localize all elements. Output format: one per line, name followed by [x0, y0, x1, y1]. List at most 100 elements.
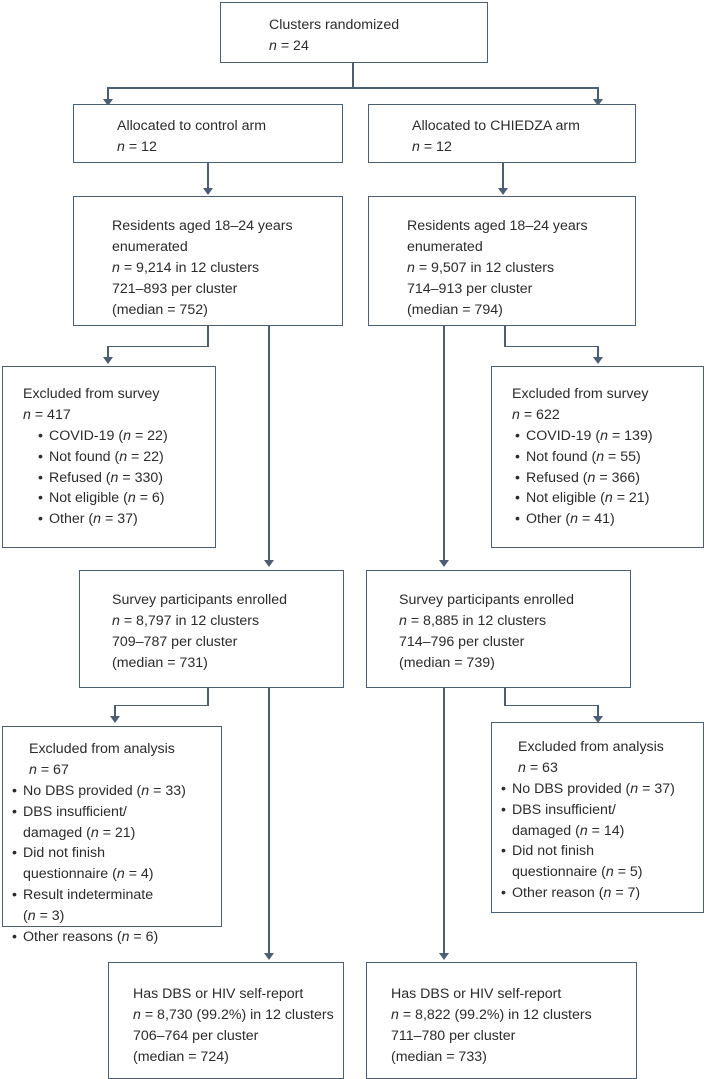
- list-item-text: Other reason (: [512, 885, 604, 902]
- connector-control-enum-elbow-drop: [107, 345, 109, 358]
- chiedza-excl-analysis-n: n = 63: [500, 758, 703, 779]
- connector-to-chiedza-alloc: [597, 87, 599, 100]
- chiedza-final-line3: 711–780 per cluster: [391, 1027, 516, 1044]
- chiedza-final-line1: Has DBS or HIV self-report: [391, 986, 562, 1002]
- list-item-value: = 55): [604, 448, 641, 465]
- node-control-enrolled: Survey participants enrolled n = 8,797 i…: [79, 570, 344, 688]
- arrow-control-enrolled-to-final: [264, 953, 274, 960]
- n-italic: n: [93, 511, 102, 528]
- chiedza-excl-survey-title: Excluded from survey: [512, 386, 649, 402]
- control-enrolled-line2-value: = 8,797 in 12 clusters: [119, 612, 260, 629]
- control-enrolled-line4: (median = 731): [112, 654, 208, 671]
- list-item-text: COVID-19 (: [49, 427, 124, 444]
- connector-chiedza-enum-elbow-drop: [597, 345, 599, 358]
- control-final-line2-value: = 8,730 (99.2%) in 12 clusters: [140, 1006, 334, 1023]
- list-item: Other reasons (n = 6): [11, 927, 221, 948]
- n-italic: n: [269, 37, 277, 54]
- node-control-enumerated: Residents aged 18–24 years enumerated n …: [73, 196, 343, 326]
- n-italic: n: [29, 761, 37, 778]
- chiedza-enum-line3-value: = 9,507 in 12 clusters: [414, 259, 555, 276]
- control-enum-line2: enumerated: [112, 238, 188, 255]
- connector-control-enum-elbow-stem: [207, 326, 209, 347]
- list-item: Other (n = 37): [37, 509, 215, 530]
- n-italic: n: [112, 612, 120, 629]
- control-alloc-line2-value: = 12: [124, 138, 157, 155]
- randomized-line1: Clusters randomized: [269, 17, 400, 33]
- node-chiedza-excluded-survey: Excluded from survey n = 622 COVID-19 (n…: [491, 366, 704, 548]
- list-item: No DBS provided (n = 37): [500, 779, 703, 800]
- list-item-text: Refused (: [526, 469, 588, 486]
- n-italic: n: [112, 259, 120, 276]
- list-item: Did not finish: [11, 843, 221, 864]
- connector-control-alloc-to-enum: [207, 163, 209, 189]
- control-enrolled-line1: Survey participants enrolled: [112, 592, 288, 608]
- arrow-chiedza-excluded-analysis: [593, 716, 603, 723]
- list-item: No DBS provided (n = 33): [11, 781, 221, 802]
- chiedza-enum-line2: enumerated: [407, 238, 483, 255]
- control-excl-analysis-list: No DBS provided (n = 33)DBS insufficient…: [11, 781, 221, 948]
- chiedza-enum-line5: (median = 794): [407, 301, 503, 318]
- control-final-line2: n = 8,730 (99.2%) in 12 clusters: [133, 1005, 343, 1026]
- list-item-text: No DBS provided (: [23, 782, 142, 799]
- chiedza-enrolled-line2-value: = 8,885 in 12 clusters: [406, 612, 547, 629]
- control-excl-survey-n-value: = 417: [30, 406, 71, 423]
- list-item: DBS insufficient/: [11, 802, 221, 823]
- list-item-text: Other (: [526, 511, 571, 528]
- n-italic: n: [600, 427, 608, 444]
- connector-control-enrolled-to-final: [268, 688, 270, 954]
- list-item: Other reason (n = 7): [500, 883, 703, 904]
- chiedza-final-line4: (median = 733): [391, 1048, 487, 1065]
- n-italic: n: [603, 885, 612, 902]
- arrow-control-excluded-survey: [103, 357, 113, 364]
- list-item-text: Not found (: [526, 448, 597, 465]
- n-italic: n: [391, 1006, 399, 1023]
- control-alloc-line1: Allocated to control arm: [117, 118, 267, 134]
- list-item-text: questionnaire (: [512, 864, 606, 881]
- n-italic: n: [407, 259, 415, 276]
- n-italic: n: [119, 448, 128, 465]
- chiedza-alloc-line1: Allocated to CHIEDZA arm: [412, 118, 580, 134]
- n-italic: n: [518, 759, 526, 776]
- connector-chiedza-enrolled-elbow-h: [504, 704, 598, 706]
- arrow-chiedza-alloc-to-enum: [498, 188, 508, 195]
- control-enum-line1: Residents aged 18–24 years: [112, 218, 293, 234]
- list-item-text: damaged (: [23, 824, 91, 841]
- list-item-text: Refused (: [49, 469, 111, 486]
- list-item: damaged (n = 21): [11, 823, 221, 844]
- connector-chiedza-enum-elbow-h: [504, 345, 599, 347]
- n-italic: n: [127, 490, 136, 507]
- randomized-line2: n = 24: [269, 36, 487, 57]
- arrow-control-alloc-to-enum: [203, 188, 213, 195]
- connector-randomized-split: [108, 87, 598, 89]
- chiedza-final-line2: n = 8,822 (99.2%) in 12 clusters: [391, 1005, 636, 1026]
- list-item-value: = 4): [124, 866, 154, 883]
- node-chiedza-enumerated: Residents aged 18–24 years enumerated n …: [368, 196, 636, 326]
- list-item-text: COVID-19 (: [526, 427, 601, 444]
- list-item-text: Result indeterminate: [23, 887, 154, 904]
- control-alloc-line2: n = 12: [117, 137, 342, 158]
- connector-to-control-alloc: [107, 87, 109, 100]
- node-chiedza-excluded-analysis: Excluded from analysis n = 63 No DBS pro…: [491, 722, 704, 913]
- list-item-value: = 5): [613, 864, 643, 881]
- n-italic: n: [587, 469, 596, 486]
- arrow-to-control-alloc: [103, 99, 113, 106]
- list-item-value: = 41): [578, 511, 615, 528]
- control-excl-survey-title: Excluded from survey: [23, 386, 160, 402]
- connector-chiedza-enrolled-elbow-stem: [504, 688, 506, 706]
- node-control-final: Has DBS or HIV self-report n = 8,730 (99…: [108, 962, 344, 1079]
- n-italic: n: [110, 469, 119, 486]
- list-item-value: = 330): [118, 469, 163, 486]
- control-final-line3: 706–764 per cluster: [133, 1027, 259, 1044]
- list-item-text: No DBS provided (: [512, 780, 631, 797]
- control-enrolled-line2: n = 8,797 in 12 clusters: [112, 611, 343, 632]
- list-item-text: Not eligible (: [526, 490, 605, 507]
- list-item-value: = 37): [101, 511, 138, 528]
- connector-randomized-stem: [352, 62, 354, 88]
- n-italic: n: [605, 864, 614, 881]
- chiedza-excl-survey-n: n = 622: [512, 405, 703, 426]
- randomized-line2-value: = 24: [276, 37, 309, 54]
- control-enrolled-line3: 709–787 per cluster: [112, 633, 238, 650]
- n-italic: n: [604, 490, 613, 507]
- list-item: Not found (n = 22): [37, 447, 215, 468]
